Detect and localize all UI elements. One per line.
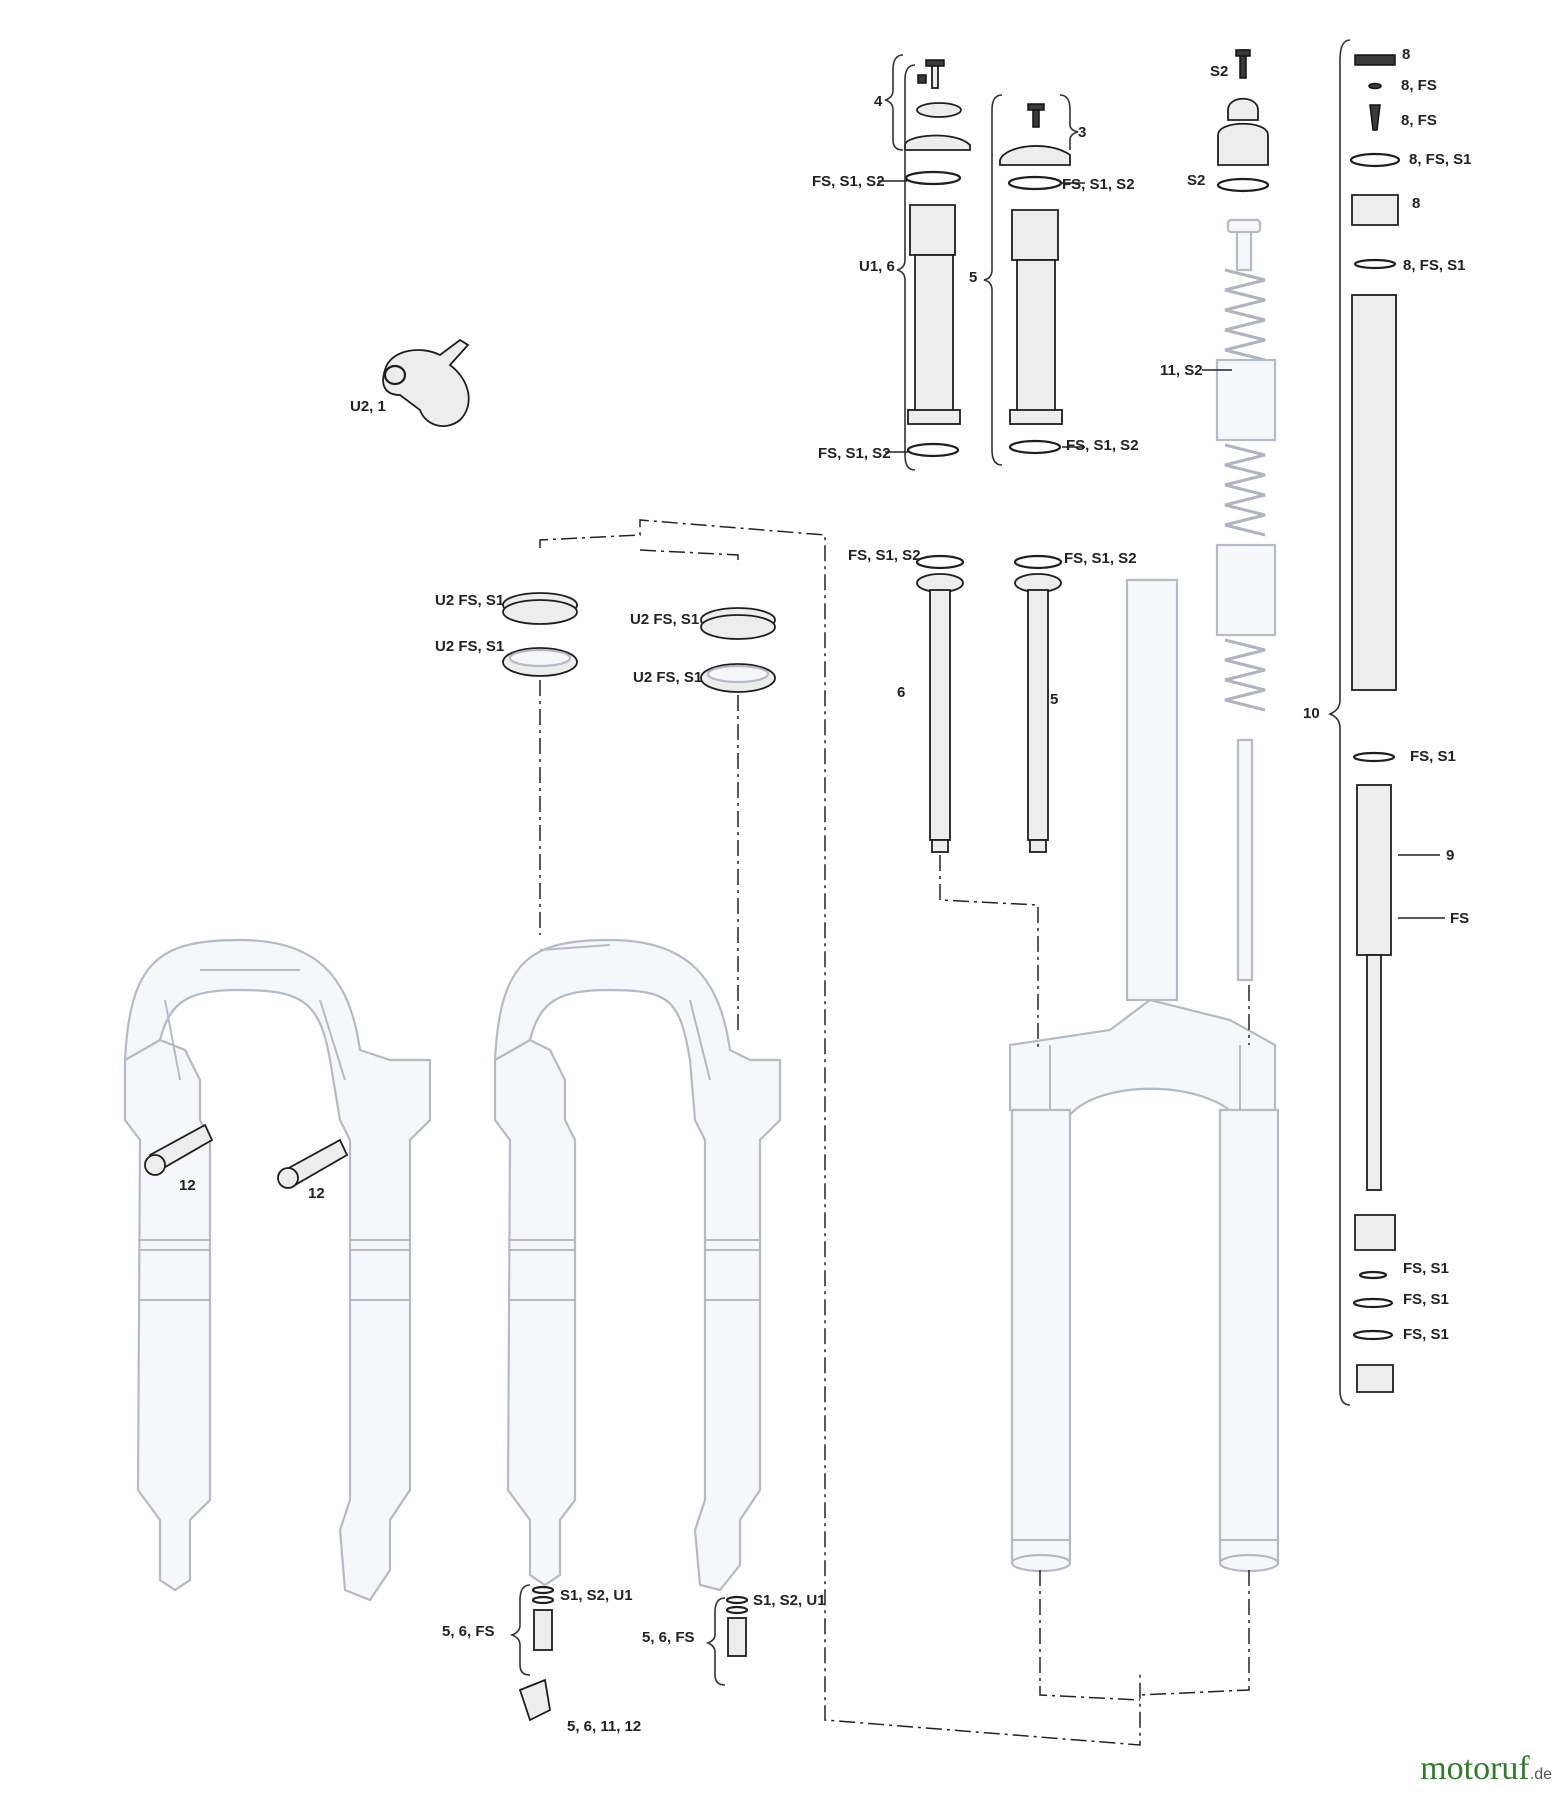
callout-label: 12 (308, 1185, 325, 1202)
air-spring-seals-right (700, 607, 776, 693)
lower-leg-assembly-left (123, 938, 432, 1602)
leader-lines (878, 180, 1445, 919)
callout-label: U2 FS, S1 (435, 638, 504, 655)
spring-column-right (1349, 54, 1401, 1393)
callout-label: 11, S2 (1160, 362, 1203, 379)
top-cap-assembly (1216, 49, 1270, 193)
callout-label: 3 (1078, 124, 1086, 141)
damper-cartridge-left (904, 59, 971, 458)
callout-label: FS, S1, S2 (812, 173, 885, 190)
callout-label: FS, S1, S2 (1066, 437, 1139, 454)
assembly-guide-lines (539, 519, 1250, 1746)
callout-label: 8 (1402, 46, 1410, 63)
callout-label: U2 FS, S1 (435, 592, 504, 609)
callout-label: FS, S1, S2 (848, 547, 921, 564)
callout-label: 9 (1446, 847, 1454, 864)
callout-label: 5, 6, FS (442, 1623, 495, 1640)
callout-label: 6 (897, 684, 905, 701)
callout-label: S2 (1187, 172, 1205, 189)
damper-shaft-left (915, 554, 965, 853)
callout-label: FS, S1 (1410, 748, 1456, 765)
callout-label: U2 FS, S1 (630, 611, 699, 628)
callout-label: FS (1450, 910, 1469, 927)
remote-lockout-lever (382, 338, 470, 427)
callout-label: 5 (1050, 691, 1058, 708)
coil-spring-assembly (1215, 218, 1277, 982)
callout-label: FS, S1, S2 (1062, 176, 1135, 193)
callout-label: 4 (874, 93, 883, 110)
callout-label: FS, S1, S2 (1064, 550, 1137, 567)
callout-labels: 4 3 FS, S1, S2 FS, S1, S2 U1, 6 5 FS, S1… (179, 46, 1472, 1735)
callout-label: 8, FS (1401, 77, 1437, 94)
air-spring-seals-left (502, 592, 578, 677)
damper-shaft-right (1013, 554, 1063, 853)
callout-label: 8, FS, S1 (1403, 257, 1466, 274)
callout-label: 8 (1412, 195, 1420, 212)
callout-label: S1, S2, U1 (753, 1592, 826, 1609)
air-valves (144, 1123, 349, 1189)
watermark-tld: .de (1529, 1766, 1552, 1783)
lower-leg-assembly-middle (493, 938, 782, 1592)
callout-label: FS, S1 (1403, 1326, 1449, 1343)
watermark-brand: motoruf (1420, 1750, 1530, 1787)
callout-label: FS, S1 (1403, 1291, 1449, 1308)
callout-label: 5, 6, 11, 12 (567, 1718, 641, 1735)
callout-label: FS, S1 (1403, 1260, 1449, 1277)
callout-label: 10 (1303, 705, 1320, 722)
callout-label: 5, 6, FS (642, 1629, 695, 1646)
callout-label: 8, FS, S1 (1409, 151, 1472, 168)
callout-label: U1, 6 (859, 258, 895, 275)
callout-label: U2, 1 (350, 398, 386, 415)
callout-label: U2 FS, S1 (633, 669, 702, 686)
damper-cartridge-right (999, 103, 1071, 455)
bleed-ports-bottom (518, 1585, 749, 1722)
callout-label: S1, S2, U1 (560, 1587, 633, 1604)
callout-label: 5 (969, 269, 977, 286)
callout-label: 8, FS (1401, 112, 1437, 129)
callout-label: 12 (179, 1177, 196, 1194)
callout-label: FS, S1, S2 (818, 445, 891, 462)
upper-tube-assembly (1008, 578, 1280, 1573)
watermark-logo: motoruf.de (1420, 1750, 1552, 1788)
braces (509, 39, 1351, 1686)
callout-label: S2 (1210, 63, 1228, 80)
